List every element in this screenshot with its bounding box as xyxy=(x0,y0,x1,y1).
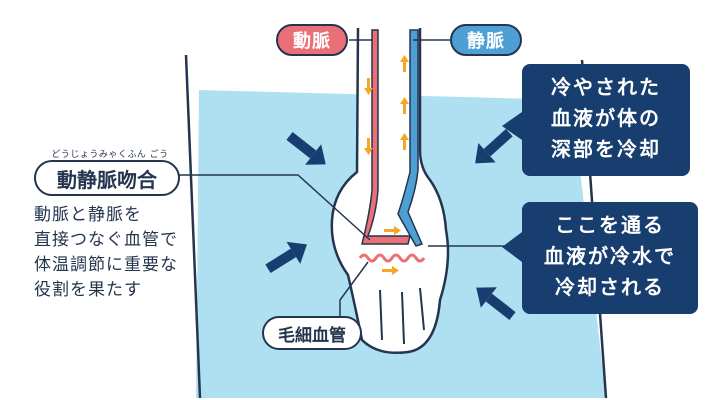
bottom-callout-tail xyxy=(502,232,522,262)
artery-label: 動脈 xyxy=(276,24,348,56)
vein-label: 静脈 xyxy=(450,24,522,56)
bottom-callout-line: ここを通る xyxy=(555,213,665,237)
top-callout-line: 冷やされた xyxy=(551,75,661,99)
finger-line-2 xyxy=(401,291,405,345)
top-callout: 冷やされた 血液が体の 深部を冷却 xyxy=(522,64,690,176)
vein-flow-arrows xyxy=(400,55,409,150)
description-line: 動脈と静脈を xyxy=(34,205,142,225)
anastomosis-pointer xyxy=(178,174,371,241)
capillary-label: 毛細血管 xyxy=(262,316,362,350)
description-line: 役割を果たす xyxy=(34,280,142,300)
bottom-callout-line: 血液が冷水で xyxy=(544,244,676,268)
top-callout-line: 血液が体の xyxy=(551,106,661,130)
artery-flow-arrows xyxy=(364,78,401,275)
finger-line-3 xyxy=(419,287,425,331)
cold-pressure-arrows xyxy=(265,128,516,320)
vein xyxy=(397,29,424,247)
finger-line-1 xyxy=(379,289,383,341)
anastomosis-description: 動脈と静脈を 直接つなぐ血管で 体温調節に重要な 役割を果たす xyxy=(34,203,178,303)
description-line: 体温調節に重要な xyxy=(34,255,178,275)
top-callout-tail xyxy=(502,112,522,140)
artery xyxy=(361,29,411,245)
bottom-callout-line: 冷却される xyxy=(555,275,665,299)
bottom-callout: ここを通る 血液が冷水で 冷却される xyxy=(522,202,698,314)
top-callout-line: 深部を冷却 xyxy=(551,137,661,161)
anastomosis-ruby: どうじょうみゃくふん ごう xyxy=(51,150,169,160)
capillary-wave xyxy=(358,253,426,263)
description-line: 直接つなぐ血管で xyxy=(34,230,178,250)
anastomosis-label: 動静脈吻合 xyxy=(34,160,180,196)
